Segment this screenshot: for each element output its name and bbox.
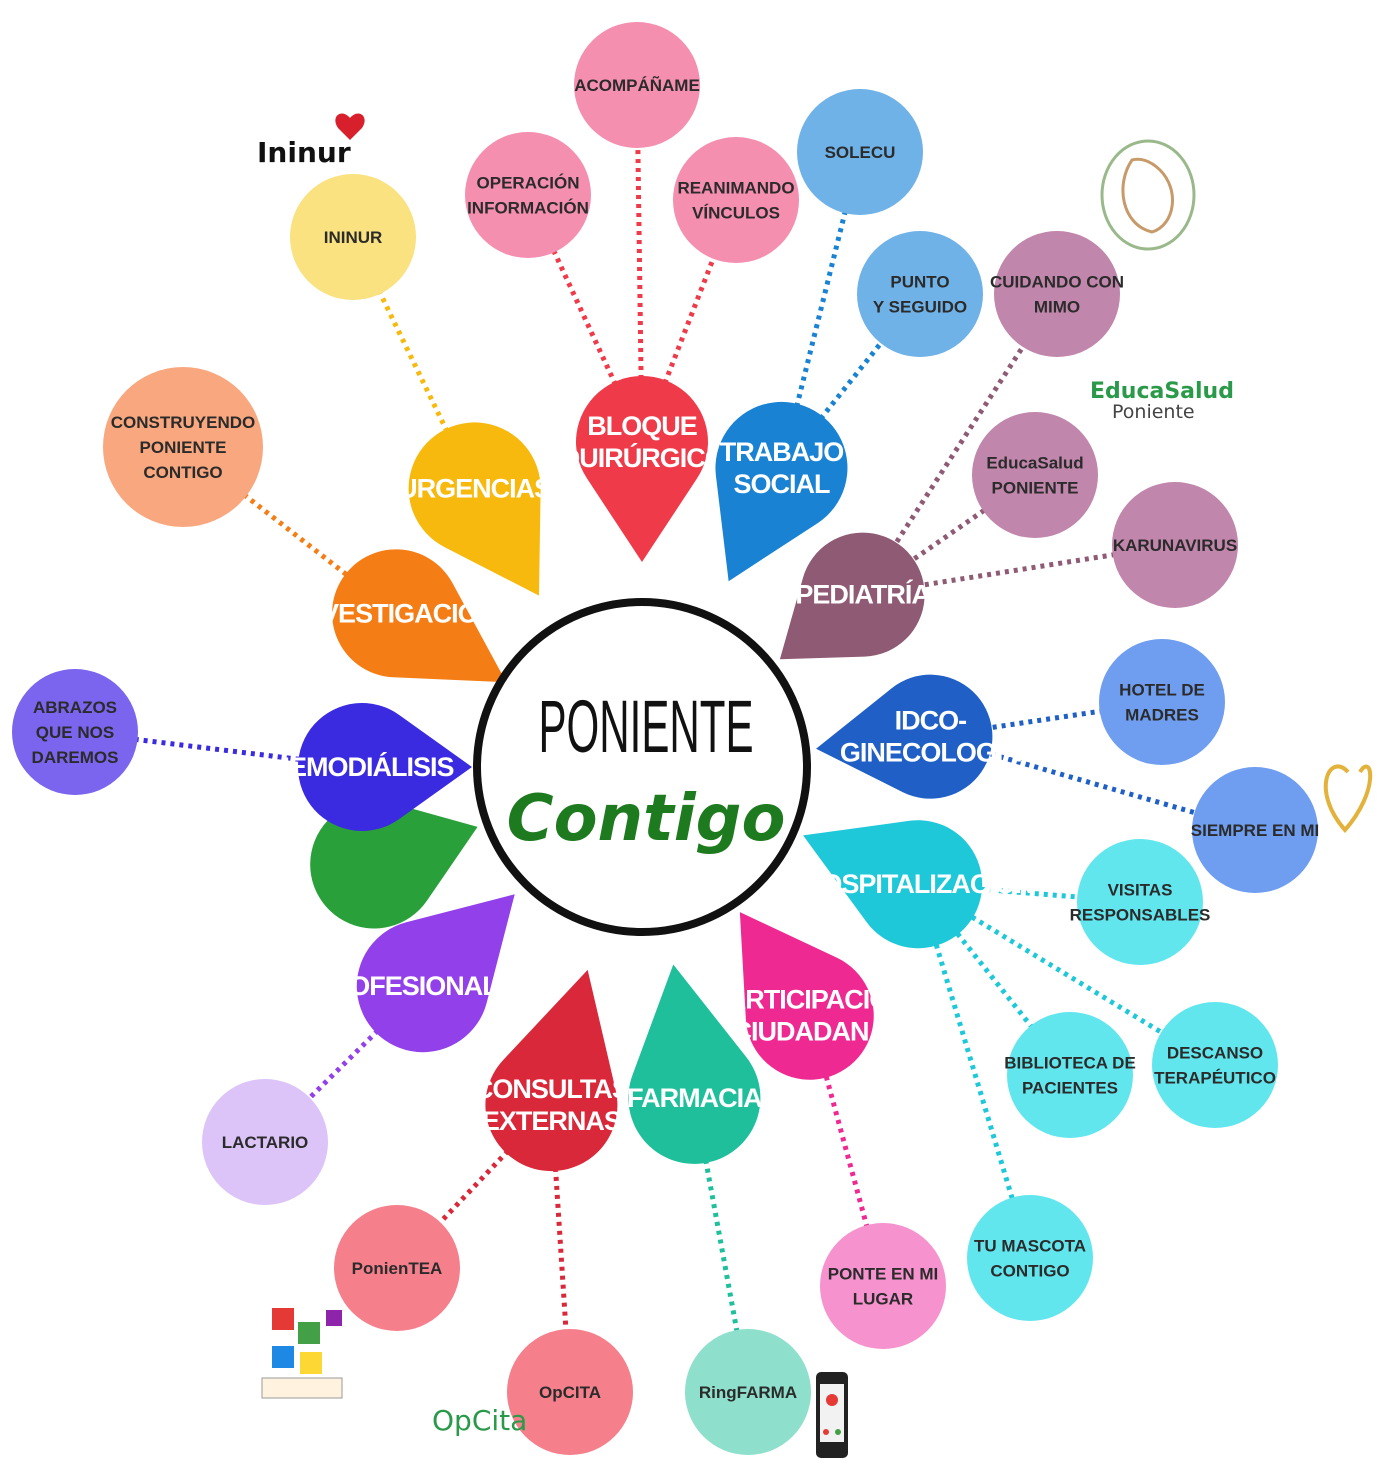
petal-label-hosp: HOSPITALIZACIÓN <box>803 868 1034 899</box>
petal-label-investigacion: INVESTIGACIÓN <box>296 597 496 628</box>
petal-label-urgencias: URGENCIAS <box>398 473 551 503</box>
bubble-label-ininur: ININUR <box>324 228 383 247</box>
center-title: PONIENTE <box>539 685 754 768</box>
bubble-biblioteca <box>1007 1012 1133 1138</box>
siempre-logo <box>1323 764 1373 834</box>
bubble-mascota <box>967 1195 1093 1321</box>
petal-label-hemodialisis: HEMODIÁLISIS <box>270 751 453 782</box>
bubble-opcita <box>507 1329 633 1455</box>
bubble-siempre <box>1192 767 1318 893</box>
mother-shape <box>1121 157 1174 234</box>
petal-trabajo <box>715 401 848 582</box>
petal-urgencias <box>408 422 541 596</box>
petal-farmacia <box>628 964 761 1164</box>
opcita-logo-text: OpCita <box>432 1404 527 1437</box>
bubble-educasalud <box>972 412 1098 538</box>
bubble-label-karunavirus: KARUNAVIRUS <box>1113 536 1237 555</box>
bubble-abrazos <box>12 669 138 795</box>
petal-participacion <box>739 912 874 1080</box>
petal-hosp <box>803 820 983 949</box>
petal-consultas <box>485 969 618 1172</box>
educasalud-logo-line1: EducaSalud <box>1090 379 1234 404</box>
bubble-ringfarma <box>685 1329 811 1455</box>
educasalud-logo: EducaSalud Poniente <box>1090 379 1234 423</box>
petal-label-farmacia: FARMACIA <box>627 1083 762 1113</box>
puzzle-people-logo-icon <box>261 1308 343 1399</box>
connector-mascota <box>915 883 1033 1259</box>
bubble-solecu <box>797 89 923 215</box>
bubble-descanso <box>1152 1002 1278 1128</box>
bubble-label-siempre: SIEMPRE EN MI <box>1191 821 1319 840</box>
heart-badge-icon <box>335 113 365 140</box>
bubble-hotel <box>1099 639 1225 765</box>
bubble-reanimando <box>673 137 799 263</box>
bubble-label-lactario: LACTARIO <box>222 1133 309 1152</box>
center-ring <box>473 598 811 936</box>
bubble-label-solecu: SOLECU <box>825 143 896 162</box>
bubble-ponientea <box>334 1205 460 1331</box>
mother-child-logo-icon <box>1100 139 1196 251</box>
opcita-logo: OpCita <box>432 1404 527 1437</box>
petal-hemodialisis <box>298 703 472 831</box>
bubble-acompaname <box>574 22 700 148</box>
center-subtitle: Contigo <box>507 782 786 856</box>
bubble-lactario <box>202 1079 328 1205</box>
petal-bloque <box>576 375 709 562</box>
heart-logo-icon <box>1323 764 1373 834</box>
petal-label-idco: IDCO-GINECOLOGÍA <box>840 706 1022 768</box>
bubble-label-ponientea: PonienTEA <box>352 1259 443 1278</box>
petal-verde <box>310 800 478 929</box>
petal-profesionales <box>356 894 515 1053</box>
petal-pediatria <box>779 532 925 660</box>
bubble-label-opcita: OpCITA <box>539 1383 601 1402</box>
phone-icon <box>816 1372 848 1458</box>
bubble-karunavirus <box>1112 482 1238 608</box>
center-circle: PONIENTE Contigo <box>473 598 811 936</box>
petal-investigacion <box>332 549 507 683</box>
bubble-ponte <box>820 1223 946 1349</box>
ponientea-logo <box>261 1308 343 1399</box>
bubble-visitas <box>1077 839 1203 965</box>
educasalud-logo-line2: Poniente <box>1112 401 1195 423</box>
bubble-operacion <box>465 132 591 258</box>
cuidando-logo <box>1100 139 1196 251</box>
ininur-logo-text: Ininur <box>257 136 351 169</box>
ininur-logo: Ininur <box>257 113 365 169</box>
bubble-punto <box>857 231 983 357</box>
bubble-label-acompaname: ACOMPÁÑAME <box>574 75 700 95</box>
bubble-label-ringfarma: RingFARMA <box>699 1383 797 1402</box>
petal-idco <box>816 674 993 799</box>
bubble-ininur <box>290 174 416 300</box>
petal-label-pediatria: PEDIATRÍA <box>795 579 930 610</box>
bubble-cuidando <box>994 231 1120 357</box>
bubble-construyendo <box>103 367 263 527</box>
petal-label-profesionales: PROFESIONALES <box>314 971 532 1001</box>
